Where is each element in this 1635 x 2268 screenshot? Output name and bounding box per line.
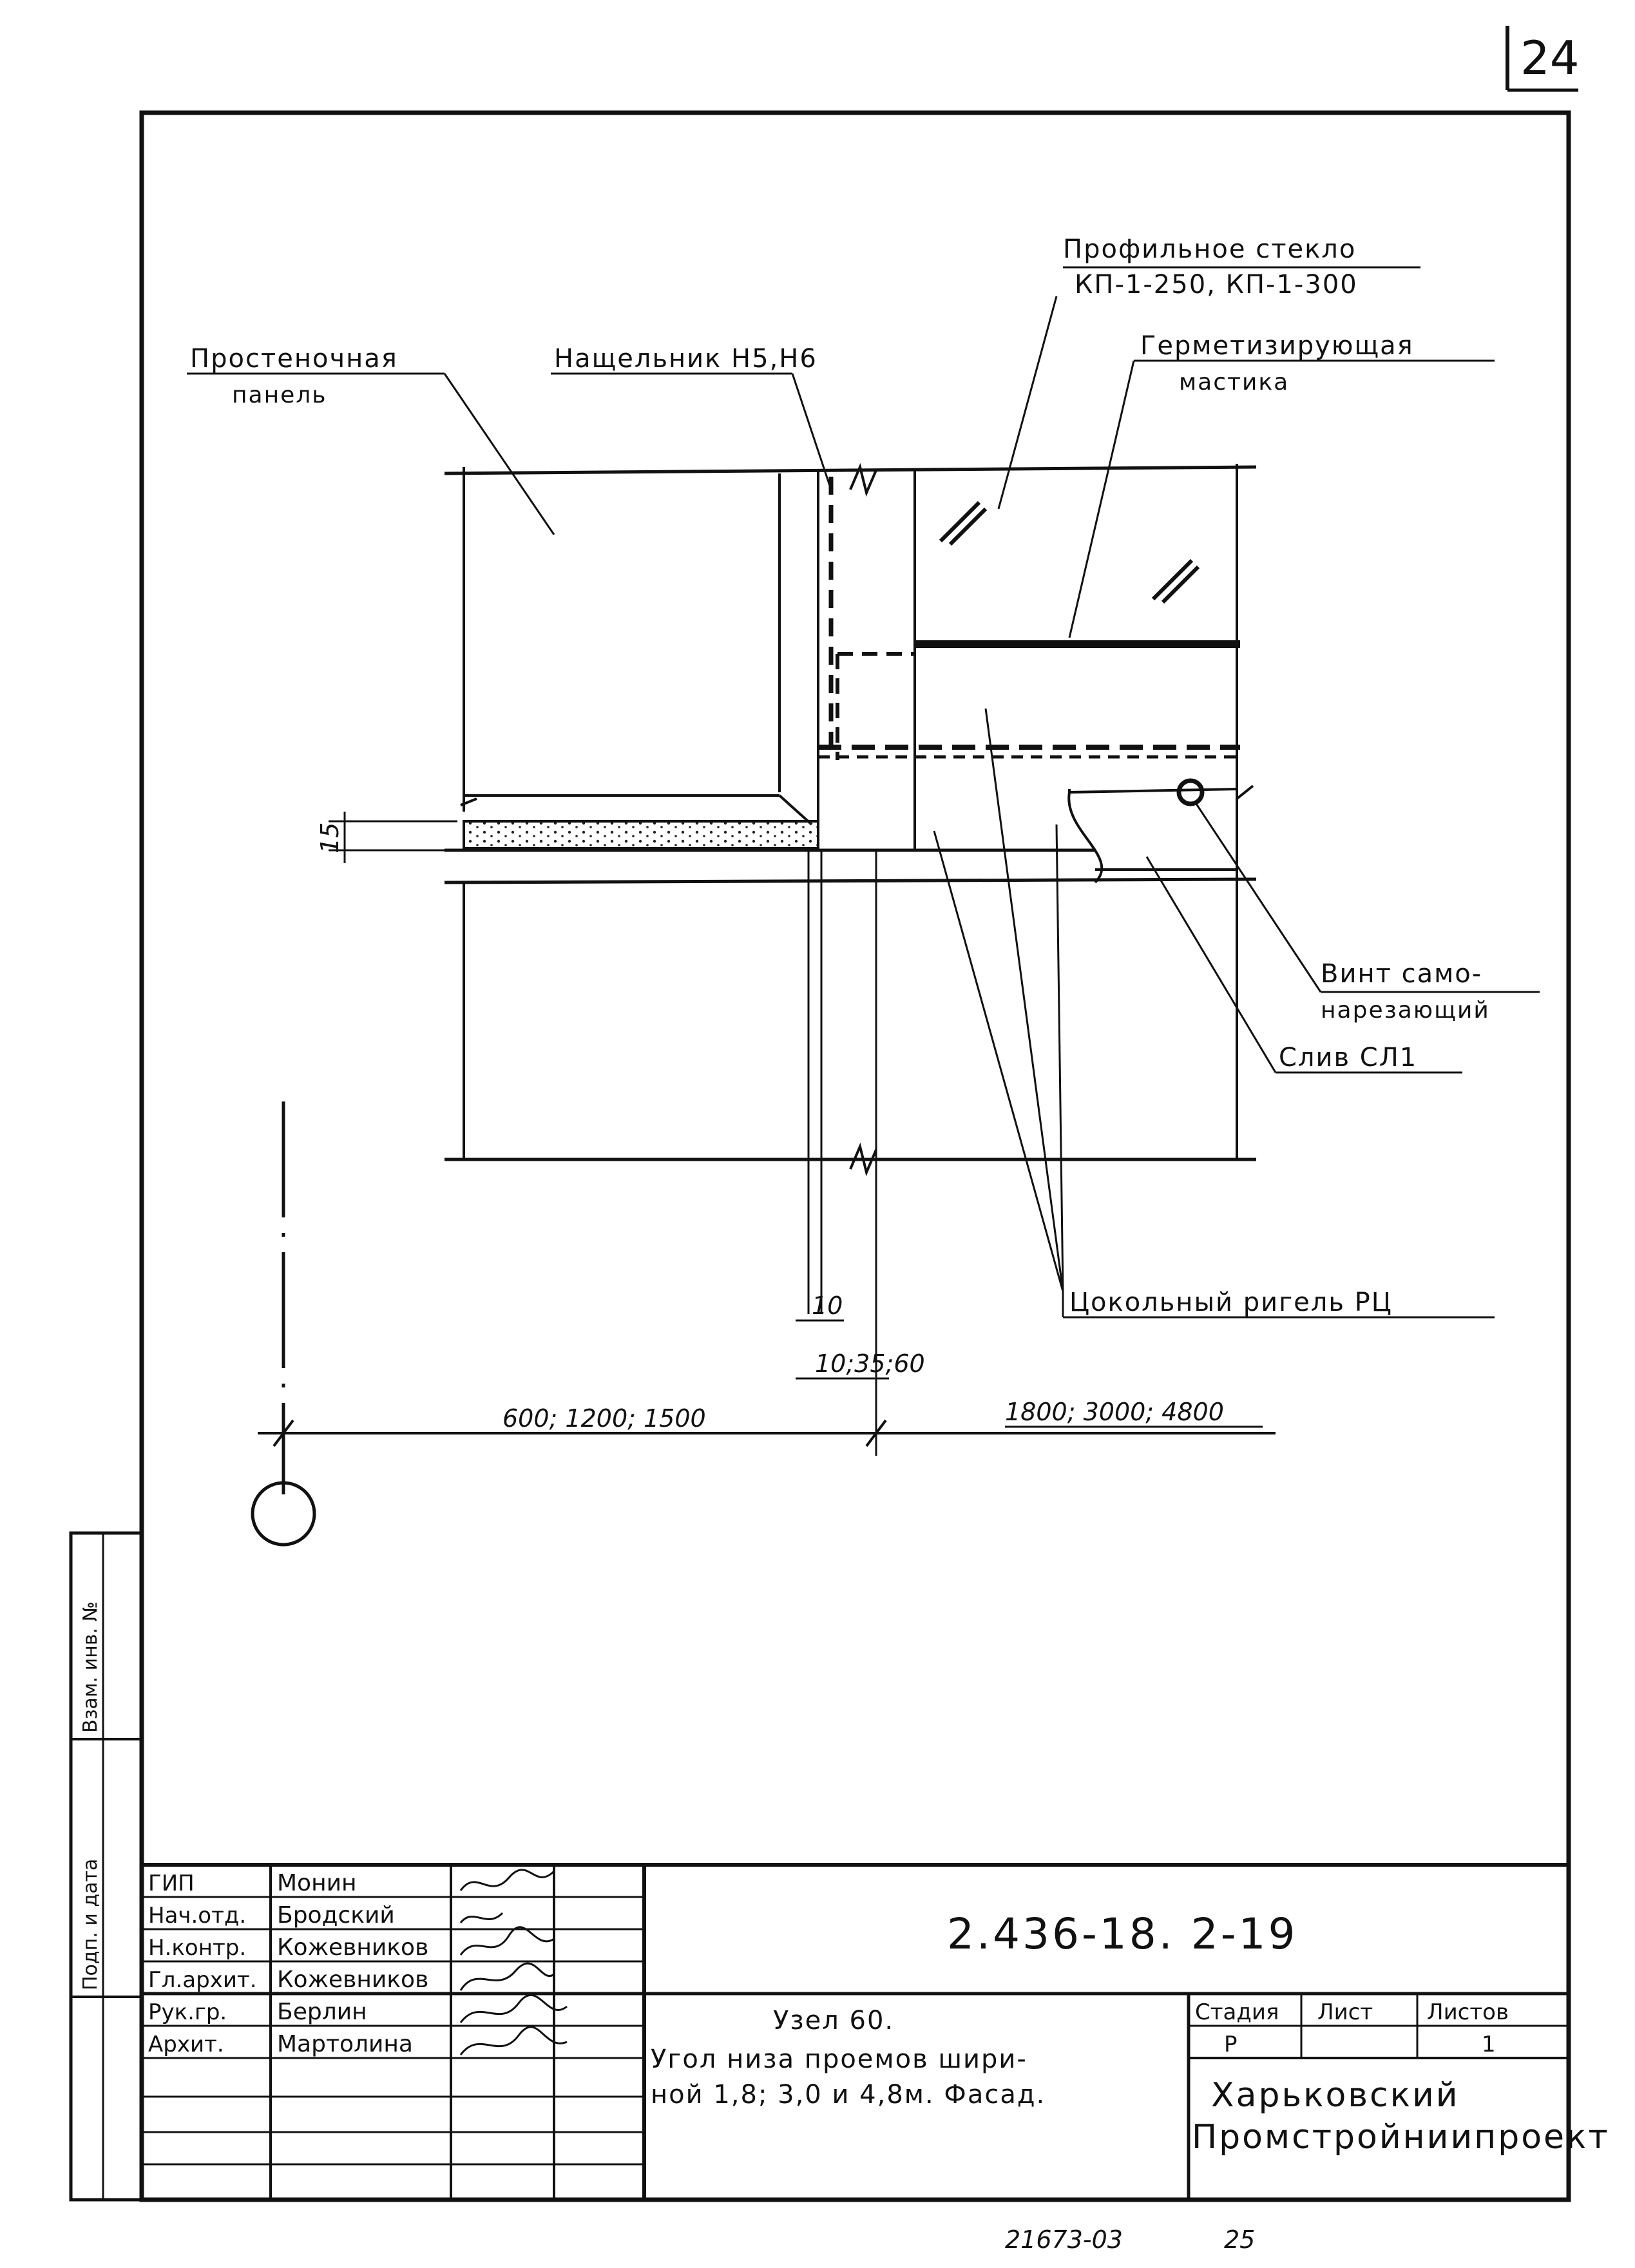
label-wall-panel: Простеночная (190, 344, 398, 374)
name-1: Монин (277, 1870, 357, 1896)
side-stamp-label: Взам. инв. № (79, 1601, 102, 1733)
sheet-header: Лист (1317, 1999, 1373, 2025)
detail-drawing (444, 462, 1257, 1456)
label-profile-glass-types: КП-1-250, КП-1-300 (1075, 270, 1358, 300)
label-screw: Винт само- (1321, 959, 1482, 989)
role-group-lead: Рук.гр. (148, 1999, 227, 2025)
org-line-2: Промстройниипроект (1192, 2118, 1610, 2157)
org-line-1: Харьковский (1211, 2076, 1460, 2115)
name-2: Бродский (277, 1902, 395, 1929)
name-6: Мартолина (277, 2031, 413, 2057)
label-profile-glass: Профильное стекло (1063, 234, 1356, 264)
side-stamp-label-2: Подп. и дата (79, 1859, 102, 1990)
dimension-lines (258, 812, 1276, 1447)
sheets-value: 1 (1482, 2032, 1496, 2057)
role-chief-architect: Гл.архит. (148, 1967, 257, 1993)
footer-page: 25 (1224, 2225, 1255, 2254)
role-norm-control: Н.контр. (148, 1935, 246, 1961)
stage-value: Р (1224, 2032, 1238, 2057)
title-line-3: ной 1,8; 3,0 и 4,8м. Фасад. (651, 2080, 1046, 2110)
label-plinth: Цокольный ригель РЦ (1069, 1288, 1393, 1317)
title-line-1: Узел 60. (773, 2006, 894, 2035)
name-3: Кожевников (277, 1934, 428, 1961)
title-line-2: Угол низа проемов шири- (651, 2044, 1028, 2074)
role-head-dept: Нач.отд. (148, 1903, 246, 1929)
role-gip: ГИП (148, 1871, 195, 1896)
label-drain: Слив СЛ1 (1279, 1043, 1417, 1072)
leader-lines (187, 266, 1540, 1434)
sheet-number: 24 (1520, 31, 1580, 85)
title-block (142, 1863, 1569, 2200)
dim-15: 15 (316, 823, 344, 853)
axis-marker (251, 1101, 316, 1547)
stage-header: Стадия (1195, 1999, 1279, 2025)
signatures (459, 1869, 568, 2055)
doc-code: 2.436-18. 2-19 (947, 1909, 1298, 1959)
sheet-number-box: 24 (1506, 26, 1580, 92)
name-5: Берлин (277, 1999, 367, 2025)
drawing-frame (139, 110, 1571, 2202)
dim-10-35-60: 10;35;60 (815, 1349, 925, 1378)
sheets-header: Листов (1427, 1999, 1509, 2025)
dim-left-widths: 600; 1200; 1500 (502, 1404, 706, 1433)
label-sealing: Герметизирующая (1140, 331, 1414, 361)
footer-number: 21673-03 (1005, 2225, 1123, 2254)
name-4: Кожевников (277, 1967, 428, 1993)
label-cover-strip: Нащельник Н5,Н6 (554, 344, 818, 374)
label-wall-panel-2: панель (232, 382, 327, 408)
role-architect: Архит. (148, 2032, 224, 2057)
dim-10: 10 (812, 1291, 843, 1320)
label-screw-2: нарезающий (1321, 997, 1490, 1024)
label-sealing-2: мастика (1179, 369, 1289, 395)
dim-right-widths: 1800; 3000; 4800 (1005, 1398, 1224, 1426)
